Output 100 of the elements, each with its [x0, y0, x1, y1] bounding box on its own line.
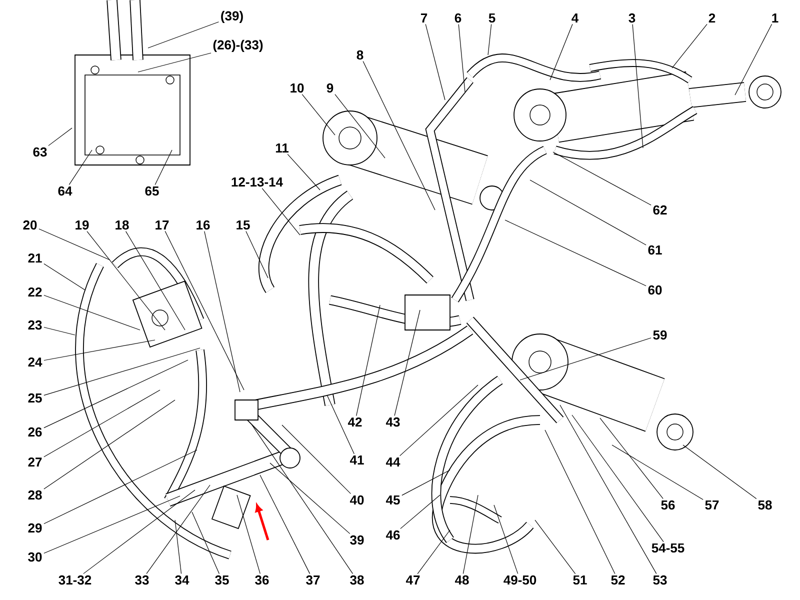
callout-number: 5	[488, 13, 496, 23]
leader-line	[462, 494, 478, 574]
leader-line	[44, 348, 200, 396]
callout-number: (26)-(33)	[213, 40, 263, 52]
leader-line	[530, 180, 646, 246]
callout-number: 20	[23, 220, 37, 230]
leader-line	[86, 231, 166, 330]
leader-line	[417, 530, 450, 574]
callout-number: 25	[28, 393, 42, 403]
leader-line	[302, 94, 336, 136]
leader-line	[334, 94, 386, 158]
leader-line	[252, 424, 354, 574]
callout-number: 61	[648, 245, 662, 255]
callout-number: 43	[386, 417, 400, 427]
callout-number: 26	[28, 427, 42, 437]
leader-line	[682, 444, 757, 499]
callout-number: 45	[386, 495, 400, 505]
leader-line	[154, 150, 172, 185]
leader-line	[68, 150, 92, 185]
callout-number: 53	[653, 575, 667, 585]
callout-number: 29	[28, 523, 42, 533]
leader-line	[550, 24, 573, 80]
leader-line	[44, 294, 140, 330]
callout-number: 65	[145, 186, 159, 196]
leader-line	[44, 390, 160, 458]
leader-line	[48, 128, 72, 146]
callout-number: 22	[28, 287, 42, 297]
callout-number: 39	[350, 535, 364, 545]
callout-number: 12-13-14	[232, 177, 283, 187]
callout-number: 36	[255, 575, 269, 585]
callout-number: 8	[356, 50, 364, 60]
leader-line	[287, 154, 320, 190]
leader-line	[402, 470, 450, 496]
leader-line	[520, 338, 652, 380]
leader-line	[425, 24, 446, 100]
leader-line	[356, 304, 380, 416]
callout-number: 60	[648, 285, 662, 295]
callout-number: 51	[573, 575, 587, 585]
callout-number: 2	[708, 13, 716, 23]
callout-number: 7	[420, 14, 428, 22]
callout-number: 42	[348, 417, 362, 427]
leader-line	[146, 484, 210, 574]
leader-line	[236, 494, 260, 574]
callout-number: 63	[33, 147, 47, 157]
callout-number: 4	[572, 14, 579, 22]
callout-number: 41	[350, 456, 364, 464]
callout-number: 49-50	[504, 575, 536, 585]
leader-line	[204, 231, 240, 392]
leader-line	[44, 360, 188, 428]
callout-number: 40	[350, 495, 364, 505]
leader-line	[632, 24, 644, 148]
leader-line	[164, 230, 244, 390]
leader-line	[44, 340, 156, 361]
leader-line	[734, 24, 772, 96]
leader-line	[400, 384, 478, 456]
callout-number: 1	[772, 14, 778, 22]
callout-number: 34	[175, 575, 190, 585]
leader-line	[44, 326, 76, 336]
leader-line	[44, 450, 198, 524]
leader-line	[148, 22, 220, 48]
callout-number: 44	[386, 458, 400, 466]
leader-line	[504, 220, 646, 286]
leader-line	[38, 228, 110, 260]
leader-line	[174, 520, 182, 574]
leader-line	[600, 418, 664, 499]
callout-number: 57	[705, 500, 719, 510]
callout-number: 16	[196, 220, 210, 230]
leader-line	[394, 310, 420, 416]
callout-number: 10	[290, 83, 304, 93]
callout-number: 15	[236, 220, 250, 230]
leader-line	[534, 520, 576, 574]
callout-number: 6	[454, 13, 462, 23]
callout-number: 31-32	[58, 575, 92, 585]
leader-line	[270, 462, 350, 534]
callout-number: 33	[135, 575, 149, 585]
callout-number: 19	[76, 220, 89, 230]
leader-line	[44, 263, 86, 290]
callout-number: 27	[28, 457, 42, 467]
callout-number: 17	[156, 220, 169, 230]
leader-line	[544, 430, 616, 574]
leader-line	[44, 496, 180, 554]
leader-line	[326, 394, 354, 454]
leader-line	[612, 444, 704, 500]
leader-line	[125, 231, 186, 330]
leader-line	[246, 230, 268, 278]
leader-line	[488, 24, 492, 56]
callout-number: 28	[28, 490, 42, 500]
leader-line	[458, 24, 466, 92]
callout-number: 24	[28, 357, 42, 367]
leader-line	[260, 474, 310, 574]
callout-number: 46	[386, 530, 400, 540]
leader-line	[362, 61, 436, 210]
callout-number: 58	[758, 500, 772, 510]
callout-number: 64	[58, 186, 72, 196]
callout-number: 30	[28, 552, 42, 562]
leader-line	[282, 424, 351, 494]
callout-number: 37	[306, 575, 320, 585]
callout-number: 52	[611, 575, 625, 585]
callout-number: 35	[215, 575, 229, 585]
callout-number: (39)	[221, 10, 243, 24]
